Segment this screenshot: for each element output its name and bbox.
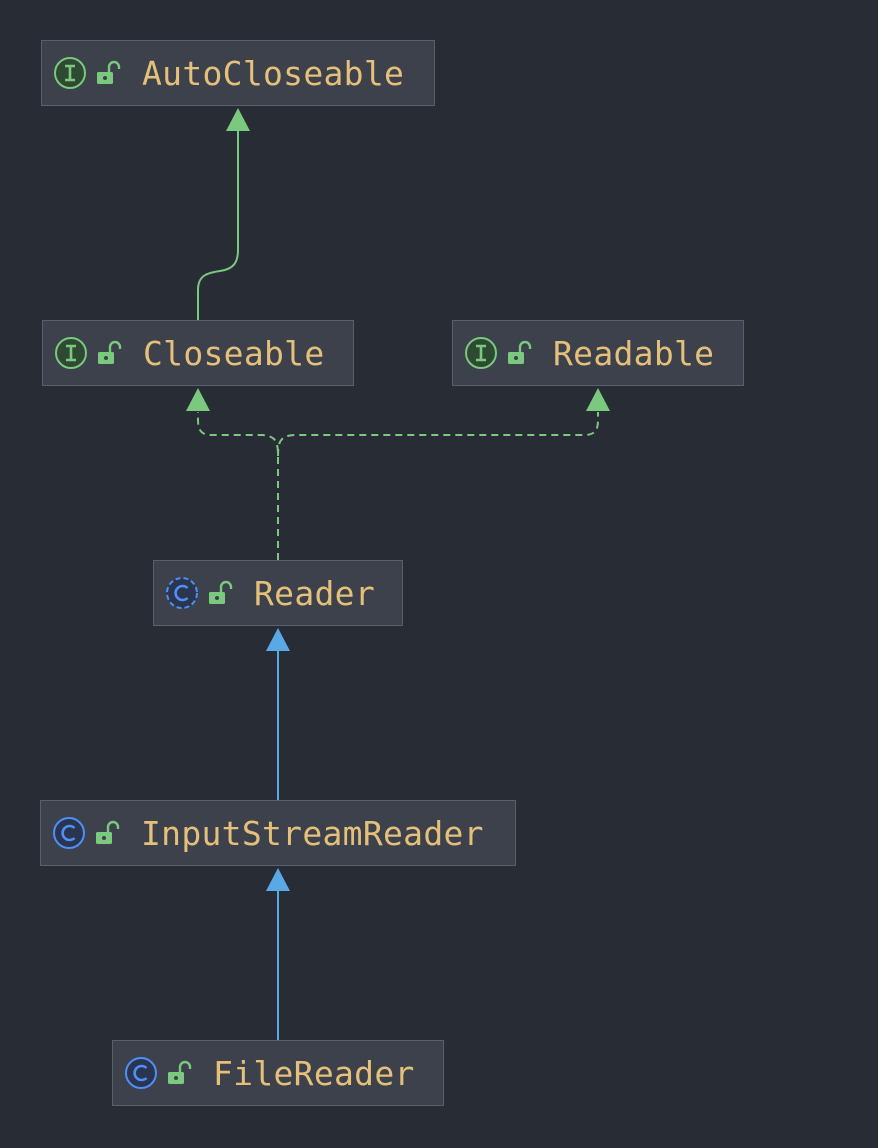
node-label: AutoCloseable (142, 53, 405, 93)
node-readable[interactable]: Readable (452, 320, 744, 386)
node-filereader[interactable]: FileReader (112, 1040, 444, 1106)
node-closeable[interactable]: Closeable (42, 320, 354, 386)
node-label: Closeable (143, 333, 325, 373)
unlocked-icon (97, 60, 121, 84)
unlocked-icon (98, 340, 122, 364)
node-label: Reader (254, 573, 376, 613)
class-icon (125, 1057, 157, 1089)
unlocked-icon (96, 820, 120, 844)
node-label: FileReader (213, 1053, 415, 1093)
arrowhead-reader (266, 628, 290, 651)
node-label: InputStreamReader (141, 813, 484, 853)
unlocked-icon (209, 580, 233, 604)
edge-reader-implements-closeable (197, 412, 279, 560)
node-inputstreamreader[interactable]: InputStreamReader (40, 800, 516, 866)
class-icon (53, 817, 85, 849)
arrowhead-autocloseable (226, 108, 250, 131)
interface-icon (54, 57, 86, 89)
arrowhead-readable (586, 388, 610, 411)
unlocked-icon (168, 1060, 192, 1084)
node-reader[interactable]: Reader (153, 560, 403, 626)
node-autocloseable[interactable]: AutoCloseable (41, 40, 435, 106)
interface-icon (55, 337, 87, 369)
arrowhead-inputstreamreader (266, 868, 290, 891)
abstract-class-icon (166, 577, 198, 609)
unlocked-icon (508, 340, 532, 364)
interface-icon (465, 337, 497, 369)
edge-reader-implements-readable (277, 412, 599, 457)
edge-closeable-extends-autocloseable (197, 128, 239, 320)
arrowhead-closeable (186, 388, 210, 411)
node-label: Readable (553, 333, 715, 373)
